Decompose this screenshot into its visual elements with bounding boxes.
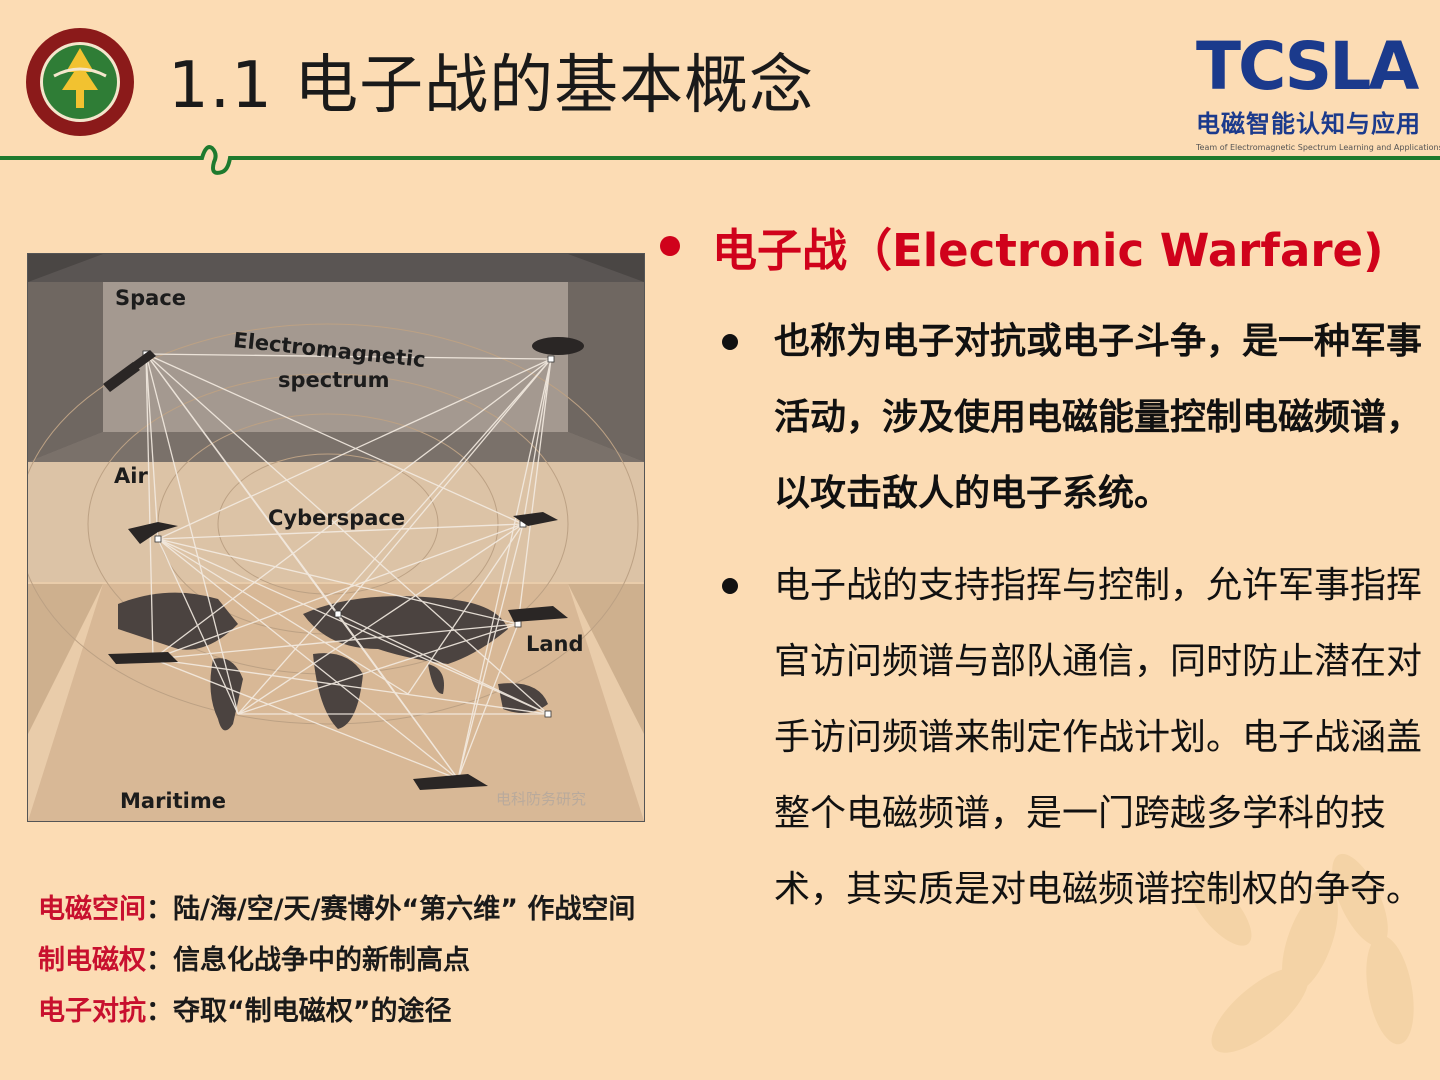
tesla-logo: TCSLA 电磁智能认知与应用 Team of Electromagnetic … [1196,28,1440,154]
tesla-en-text: Team of Electromagnetic Spectrum Learnin… [1196,143,1440,152]
bullet-description: 电子战的支持指挥与控制，允许军事指挥官访问频谱与部队通信，同时防止潜在对手访问频… [722,548,1424,928]
header-divider [0,145,1440,175]
bullet-icon [722,578,738,594]
label-maritime: Maritime [120,789,226,813]
label-space: Space [115,286,187,310]
label-land: Land [526,632,584,656]
heading-bullet-icon [660,236,680,256]
bullet-icon [722,334,738,350]
note-item: 电磁空间：陆/海/空/天/赛博外“第六维” 作战空间 [38,894,636,925]
figure-watermark: 电科防务研究 [496,790,587,808]
tesla-cn-text: 电磁智能认知与应用 [1196,110,1421,138]
note-item: 制电磁权：信息化战争中的新制高点 [38,945,470,976]
leaf-watermark [1188,853,1414,1053]
ew-domains-figure: Space Electromagnetic spectrum Air Cyber… [27,253,645,822]
section-heading: 电子战（Electronic Warfare) [660,214,1384,279]
label-air: Air [114,464,148,488]
label-cyberspace: Cyberspace [268,506,406,530]
ew-domains-diagram [28,254,644,821]
label-spectrum: spectrum [278,368,390,392]
note-item: 电子对抗：夺取“制电磁权”的途径 [38,996,452,1027]
page-title: 1.1 电子战的基本概念 [168,49,815,123]
tesla-wordmark: TCSLA [1196,28,1419,105]
university-logo [26,28,134,136]
bullet-definition: 也称为电子对抗或电子斗争，是一种军事活动，涉及使用电磁能量控制电磁频谱，以攻击敌… [722,304,1424,532]
key-notes: 电磁空间：陆/海/空/天/赛博外“第六维” 作战空间 制电磁权：信息化战争中的新… [38,884,635,1037]
